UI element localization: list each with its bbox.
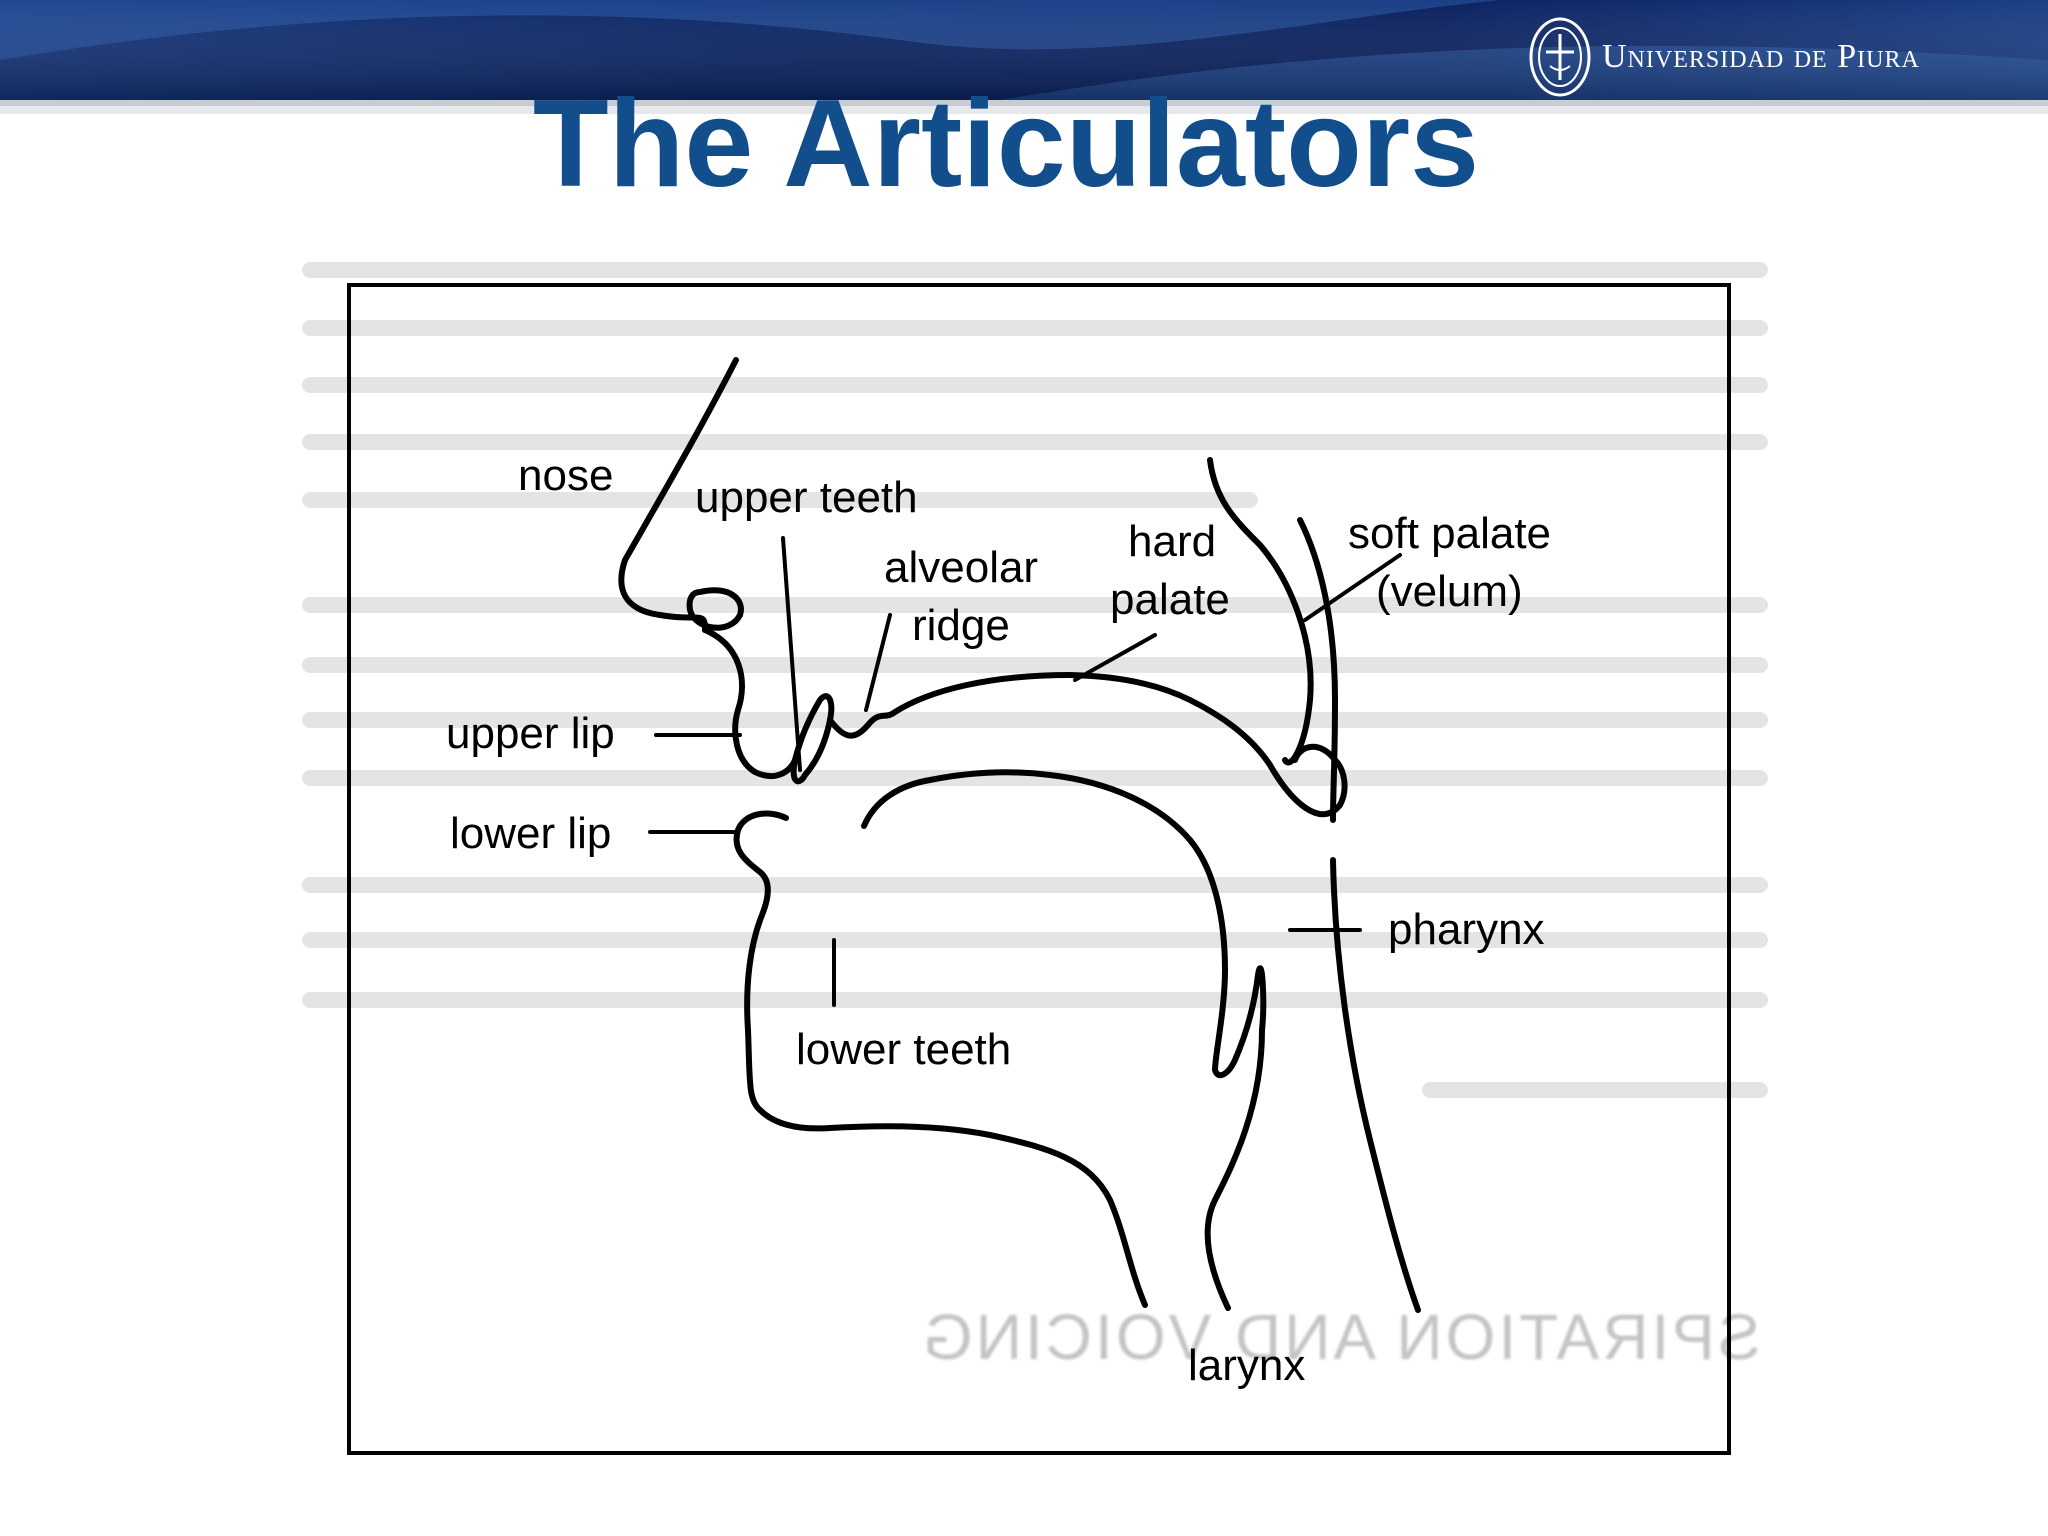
label-upper-lip: upper lip (446, 709, 615, 758)
label-palate: palate (1110, 575, 1230, 624)
university-seal-icon (1529, 17, 1591, 97)
label-ridge: ridge (912, 601, 1010, 650)
vocal-tract-outline (618, 357, 1421, 1313)
label-pharynx: pharynx (1388, 905, 1545, 954)
label-alveolar: alveolar (884, 543, 1038, 592)
label-hard: hard (1128, 517, 1216, 566)
label-velum: (velum) (1376, 567, 1523, 616)
label-pointers (648, 536, 1402, 1007)
label-nose: nose (518, 451, 613, 500)
slide-title-text: The Articulators (532, 75, 1480, 213)
label-upper-teeth: upper teeth (695, 473, 918, 522)
label-lower-teeth: lower teeth (796, 1025, 1011, 1074)
diagram-frame (347, 283, 1731, 1455)
university-name: Universidad de Piura (1602, 38, 1920, 75)
background-text-lines (302, 262, 1768, 1098)
university-logo: Universidad de Piura (1528, 12, 1920, 102)
label-soft-palate: soft palate (1348, 509, 1551, 558)
header-banner (0, 0, 2048, 114)
label-larynx: larynx (1188, 1341, 1305, 1390)
label-lower-lip: lower lip (450, 809, 611, 858)
slide-title: The Articulators (0, 82, 2048, 206)
